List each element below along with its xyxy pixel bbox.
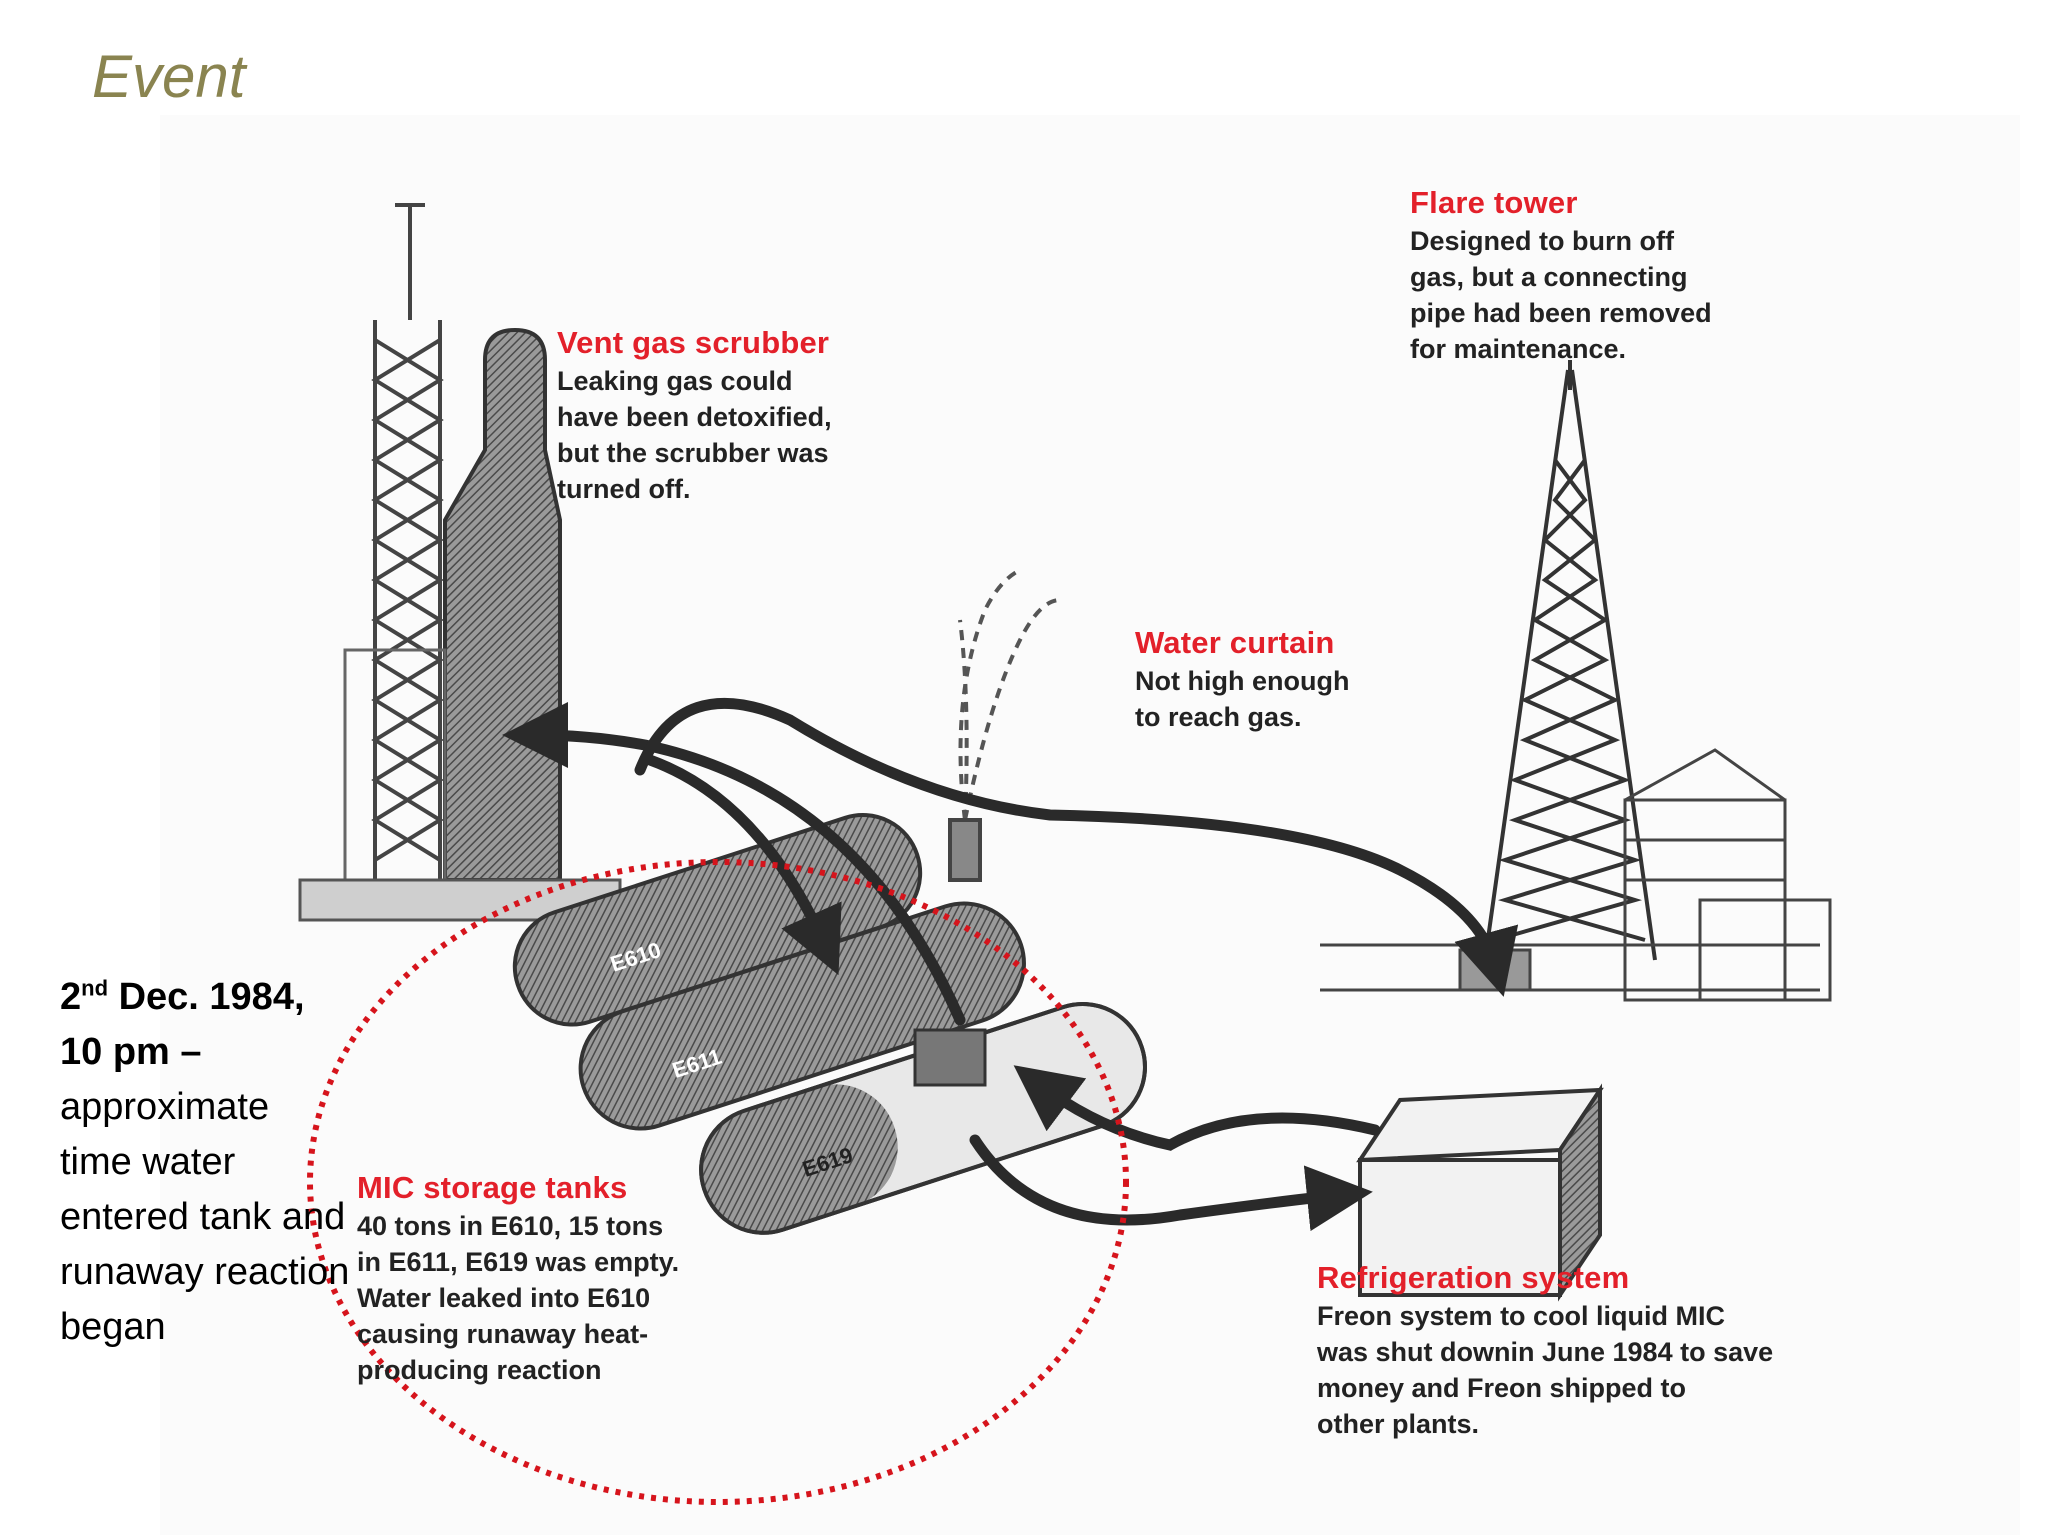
event-date: 2nd Dec. 1984, xyxy=(60,975,305,1018)
arrow-refrigeration-to-tank xyxy=(1013,1065,1381,1151)
callout-refrigeration-system-body: Freon system to cool liquid MIC was shut… xyxy=(1317,1301,1774,1439)
arrow-to-flare xyxy=(634,697,1519,997)
event-date-note: 2nd Dec. 1984, 10 pm – approximate time … xyxy=(60,960,350,1355)
arrow-tank-to-refrigeration xyxy=(969,1134,1373,1232)
tank-valve-housing xyxy=(913,1028,987,1087)
callout-flare-tower: Flare tower Designed to burn off gas, bu… xyxy=(1410,185,1712,367)
callout-vent-gas-scrubber-body: Leaking gas could have been detoxified, … xyxy=(557,366,832,504)
callout-mic-storage-tanks-title: MIC storage tanks xyxy=(357,1170,628,1205)
arrow-tank-to-scrubber xyxy=(502,702,966,1026)
callout-flare-tower-title: Flare tower xyxy=(1410,185,1578,220)
callout-mic-storage-tanks-body: 40 tons in E610, 15 tons in E611, E619 w… xyxy=(357,1211,680,1385)
refrigeration-unit-icon xyxy=(1356,1083,1604,1302)
scrubber-lattice-tower xyxy=(371,203,444,880)
flare-tower-icon xyxy=(1483,360,1657,961)
callout-water-curtain: Water curtain Not high enough to reach g… xyxy=(1135,625,1349,735)
event-description: approximate time water entered tank and … xyxy=(60,1085,350,1348)
callout-refrigeration-system: Refrigeration system Freon system to coo… xyxy=(1317,1260,1773,1442)
callout-refrigeration-system-title: Refrigeration system xyxy=(1317,1260,1630,1295)
mic-storage-tanks: E610 E611 E619 xyxy=(512,813,1147,1235)
callout-mic-storage-tanks: MIC storage tanks 40 tons in E610, 15 to… xyxy=(357,1170,679,1388)
highlight-circle xyxy=(307,859,1129,1505)
callout-vent-gas-scrubber-title: Vent gas scrubber xyxy=(557,325,830,360)
callout-water-curtain-body: Not high enough to reach gas. xyxy=(1135,666,1350,732)
flow-arrows xyxy=(502,697,1519,1232)
tank-e611: E611 xyxy=(578,901,1026,1131)
callout-water-curtain-title: Water curtain xyxy=(1135,625,1335,660)
callout-vent-gas-scrubber: Vent gas scrubber Leaking gas could have… xyxy=(557,325,832,507)
event-time: 10 pm – xyxy=(60,1030,202,1073)
slide-title: Event xyxy=(92,43,246,110)
water-curtain-spray-icon xyxy=(948,568,1061,882)
tank-e619: E619 xyxy=(699,1001,1147,1235)
callout-flare-tower-body: Designed to burn off gas, but a connecti… xyxy=(1410,226,1712,364)
arrow-scrubber-to-tank xyxy=(644,754,842,976)
